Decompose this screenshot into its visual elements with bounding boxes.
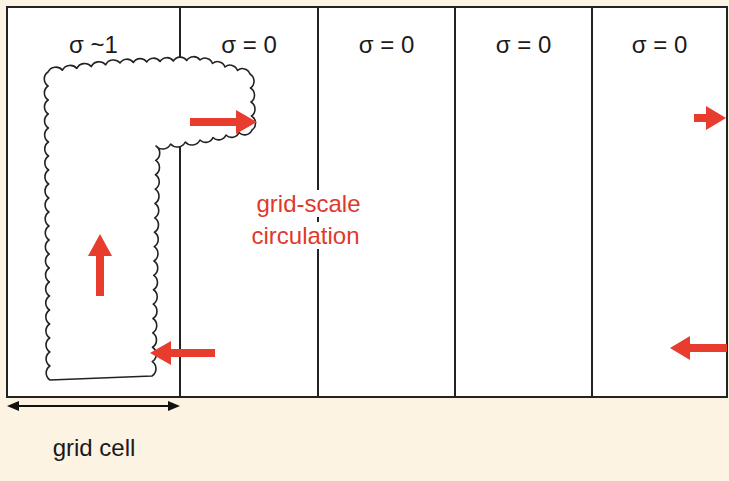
sigma-label: σ ~1: [69, 31, 118, 59]
grid-cell: σ = 0: [592, 7, 727, 397]
cell-divider: [454, 7, 456, 397]
sigma-label: σ = 0: [221, 31, 277, 59]
inflow-arrow: [150, 341, 215, 365]
sigma-label: σ = 0: [359, 31, 415, 59]
dimension-label-box: grid cell: [14, 432, 174, 464]
circulation-label-box: grid-scale circulation: [222, 188, 392, 252]
sigma-label: σ = 0: [632, 31, 688, 59]
cell-divider: [591, 7, 593, 397]
outflow-arrow: [190, 110, 257, 134]
arrowhead: [7, 401, 19, 411]
convective-cloud: [44, 57, 255, 380]
dimension-line: [14, 405, 173, 407]
outflow-arrow: [694, 106, 726, 130]
grid-cell-dimension: [7, 401, 180, 411]
updraft-arrow: [88, 234, 112, 296]
domain-frame: [7, 7, 727, 397]
arrowhead: [168, 401, 180, 411]
grid-cell: σ ~1: [7, 7, 180, 397]
inflow-arrow: [670, 336, 727, 360]
circulation-label: grid-scale circulation: [251, 190, 362, 249]
grid-cell: σ = 0: [455, 7, 592, 397]
circulation-arrows: [88, 106, 727, 365]
dimension-label: grid cell: [53, 434, 136, 461]
sigma-label: σ = 0: [496, 31, 552, 59]
